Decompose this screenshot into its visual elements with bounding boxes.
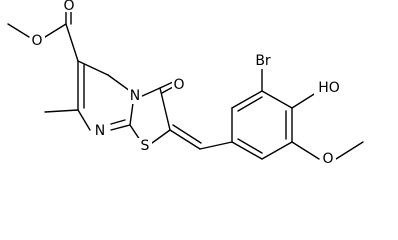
atom-o-ester: O (31, 33, 45, 49)
atom-label-s-thiazole: S (141, 138, 150, 154)
bond-n4-c8a (129, 102, 134, 126)
atom-br: Br (252, 53, 274, 69)
bond-n4-c3 (139, 87, 161, 98)
bond-c8a-n8-double (110, 119, 126, 125)
atom-label-n-imine: N (95, 123, 105, 139)
atom-n-ring: N (128, 88, 142, 104)
molecule-diagram: O O N N O S Br HO (7, 0, 364, 167)
atom-o-ketone: O (172, 77, 186, 93)
bond-ph-o-methoxy (291, 141, 320, 160)
bond-c2-exo-double-2 (172, 124, 202, 144)
bond-c7-methyl (44, 109, 79, 113)
bond-c3-c2 (159, 87, 171, 131)
bond-c5-n4 (107, 74, 131, 92)
bond-n8-c7 (77, 109, 91, 131)
bonds (7, 7, 364, 160)
atom-o-methoxy: O (320, 151, 336, 167)
bond-s-c8a (129, 124, 141, 141)
bond-c6-c5 (77, 60, 109, 76)
bond-exo-to-phenyl (199, 141, 233, 150)
bond-ph-c5-c6 (261, 141, 293, 160)
bond-ester-methyl (7, 23, 30, 38)
bond-ph-c3-c4 (261, 90, 293, 109)
bond-c3-o-double-1 (159, 81, 174, 89)
atom-label-n-ring: N (130, 88, 140, 104)
atom-label-o-carbonyl: O (63, 0, 74, 14)
atom-label-o-ketone: O (173, 77, 184, 93)
bond-ph-c2-c3-inner (237, 96, 263, 112)
atom-label-o-methoxy: O (322, 151, 333, 167)
bond-c3-o-double-2 (161, 86, 174, 94)
bond-c2-s (151, 129, 171, 144)
atom-n-imine: N (92, 123, 110, 139)
bond-c2-exo-double-1 (169, 129, 201, 150)
bond-ph-c6-c1-inner (237, 138, 263, 154)
atom-oh: HO (314, 80, 344, 96)
atom-o-carbonyl: O (62, 0, 76, 14)
atom-label-br: Br (255, 53, 271, 69)
atom-labels: O O N N O S Br HO (31, 0, 344, 167)
atom-label-o-ester: O (31, 33, 42, 49)
bond-ph-c2-c3 (231, 90, 263, 109)
bond-ester-to-ring (65, 23, 79, 62)
bond-methoxy-methyl (335, 141, 364, 160)
atom-label-oh: HO (318, 80, 340, 96)
atom-s-thiazole: S (138, 138, 152, 154)
bond-ester-o-ester (44, 23, 67, 38)
bond-ph-c6-c1 (231, 141, 263, 160)
bond-c8a-n8 (110, 124, 131, 131)
